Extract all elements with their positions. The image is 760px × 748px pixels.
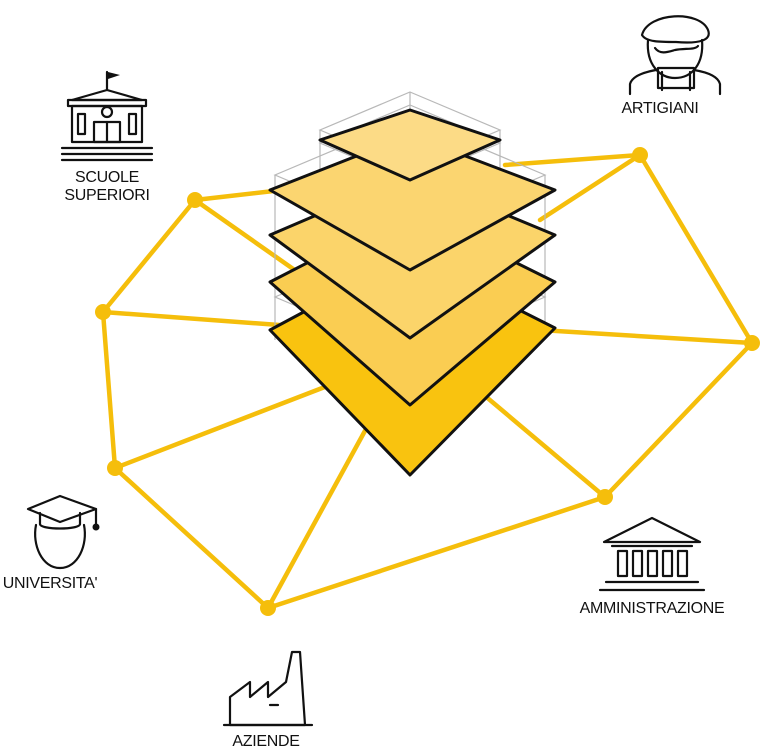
node-left	[95, 304, 111, 320]
layer-4	[268, 133, 557, 272]
government-building-icon	[598, 516, 706, 592]
school-building-icon	[60, 70, 154, 162]
edge-top-mid-b	[537, 152, 643, 223]
craftsman-icon	[628, 15, 722, 96]
scuole-label-line2: SUPERIORI	[64, 187, 149, 204]
edge-right-mid	[537, 327, 755, 346]
node-right	[744, 335, 760, 351]
edge-univ-aziende	[112, 465, 271, 611]
node-scuole	[187, 192, 203, 208]
edge-aziende-amm	[265, 494, 608, 611]
layer-top	[318, 108, 502, 182]
edge-amm-mid	[475, 387, 608, 500]
amministrazione-label: AMMINISTRAZIONE	[580, 600, 725, 617]
network-nodes	[95, 147, 760, 616]
node-artigiani	[632, 147, 648, 163]
artigiani-label: ARTIGIANI	[621, 100, 698, 117]
network-edges	[100, 152, 755, 611]
edge-aziende-mid	[265, 415, 375, 611]
node-universita	[107, 460, 123, 476]
scuole-label-line1: SCUOLE	[75, 169, 139, 186]
factory-icon	[222, 650, 314, 727]
node-amministrazione	[597, 489, 613, 505]
edge-left-univ	[100, 309, 118, 471]
edge-amm-right	[602, 340, 755, 500]
node-aziende	[260, 600, 276, 616]
edge-scuole-left	[100, 197, 198, 315]
edge-univ-mid	[112, 382, 333, 471]
universita-label: UNIVERSITA'	[3, 575, 98, 592]
edge-right-top	[637, 152, 755, 346]
aziende-label: AZIENDE	[232, 733, 299, 748]
graduate-cap-icon	[26, 494, 100, 570]
edge-top-mid-a	[502, 152, 643, 168]
layer-stack	[268, 108, 557, 477]
